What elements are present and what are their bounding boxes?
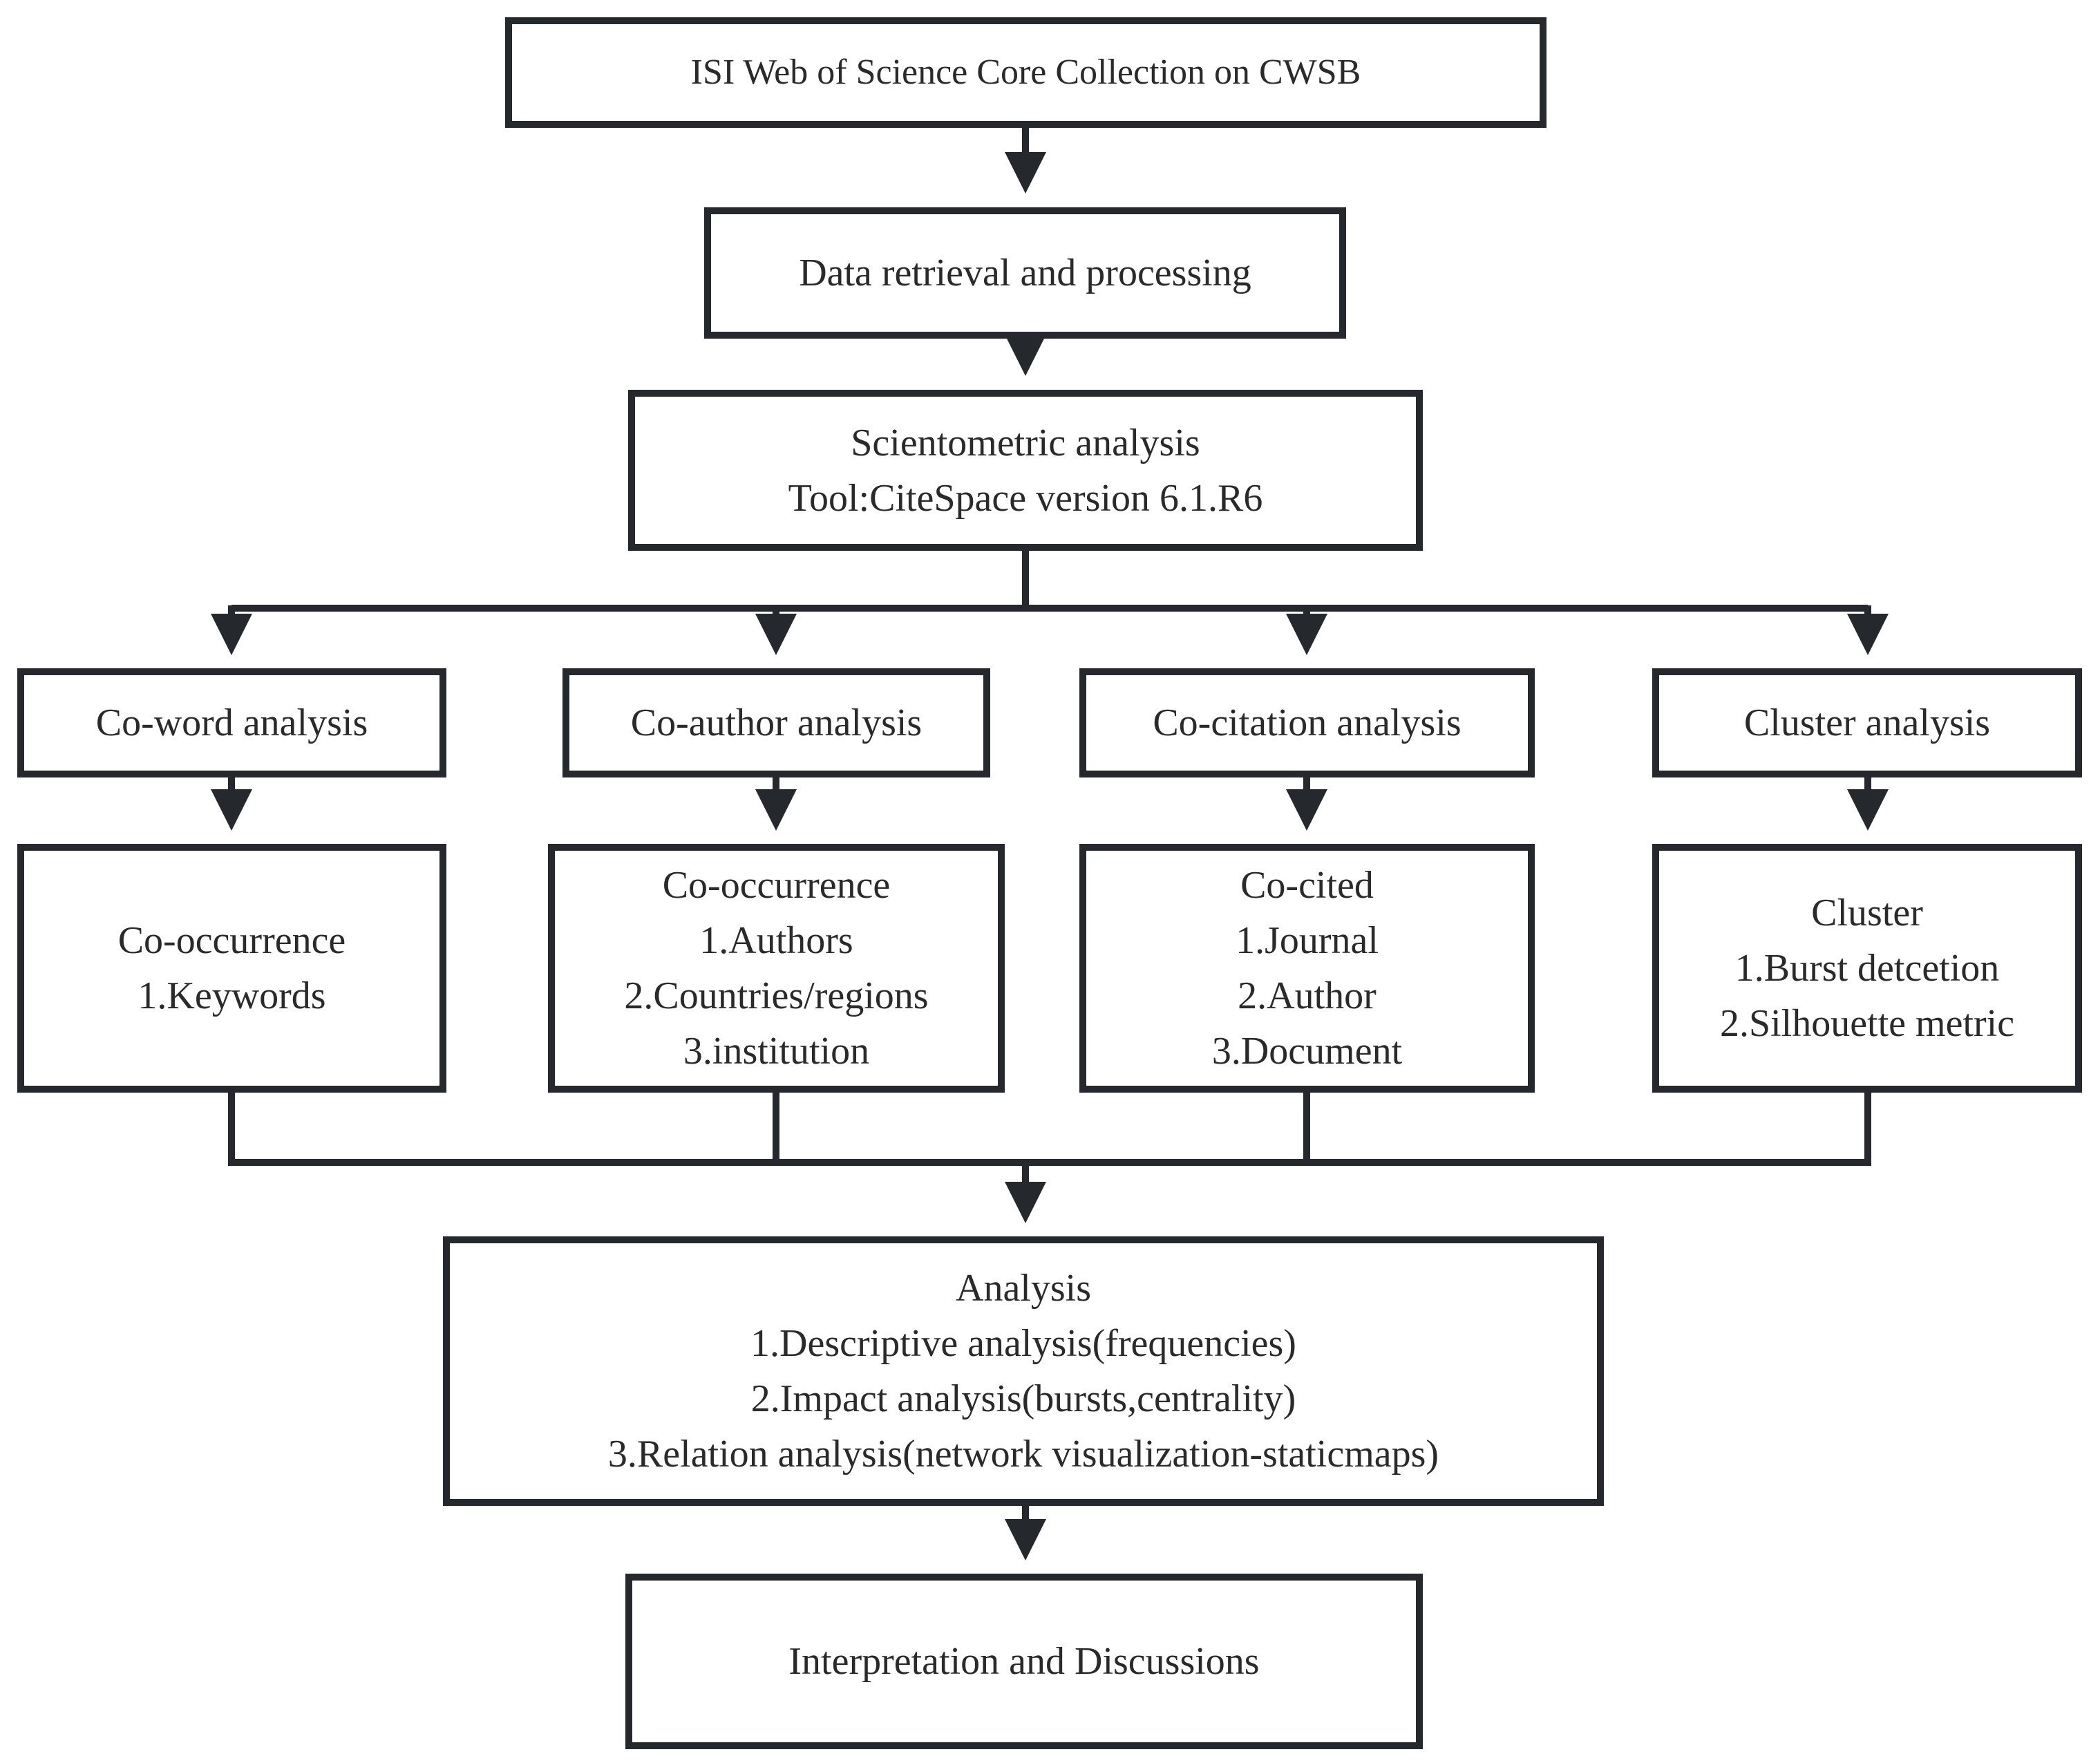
source-box: ISI Web of Science Core Collection on CW… (505, 17, 1546, 128)
coword-detail-line-1: 1.Keywords (138, 974, 326, 1017)
cluster-detail-line-0: Cluster (1811, 892, 1923, 934)
cluster-detail-line-2: 2.Silhouette metric (1719, 1002, 2015, 1045)
analysis-line-3: 3.Relation analysis(network visualizatio… (607, 1433, 1439, 1476)
analysis-line-1: 1.Descriptive analysis(frequencies) (750, 1322, 1296, 1365)
coauthor-detail-box: Co-occurrence 1.Authors 2.Countries/region… (548, 844, 1005, 1093)
coauthor-detail-line-2: 2.Countries/regions (624, 974, 929, 1017)
coauthor-detail-line-1: 1.Authors (699, 919, 853, 962)
coword-detail-box: Co-occurrence 1.Keywords (17, 844, 446, 1093)
cocitation-detail-line-2: 2.Author (1238, 974, 1377, 1017)
analysis-line-0: Analysis (956, 1267, 1091, 1310)
retrieval-box: Data retrieval and processing (704, 207, 1346, 339)
cocitation-detail-line-3: 3.Document (1211, 1030, 1403, 1073)
cocitation-detail-line-1: 1.Journal (1236, 919, 1379, 962)
coword-box: Co-word analysis (17, 668, 446, 777)
cocitation-detail-line-0: Co-cited (1240, 864, 1374, 907)
coauthor-detail-line-3: 3.institution (683, 1030, 870, 1073)
cluster-box: Cluster analysis (1652, 668, 2082, 777)
merge-line (228, 1091, 1871, 1166)
cluster-line-0: Cluster analysis (1743, 701, 1991, 744)
coword-line-0: Co-word analysis (95, 701, 368, 744)
cocitation-detail-box: Co-cited 1.Journal 2.Author 3.Document (1079, 844, 1535, 1093)
cocitation-box: Co-citation analysis (1079, 668, 1535, 777)
coauthor-line-0: Co-author analysis (630, 701, 923, 744)
interpretation-box: Interpretation and Discussions (625, 1574, 1423, 1749)
scientometric-line-0: Scientometric analysis (851, 421, 1200, 464)
analysis-box: Analysis 1.Descriptive analysis(frequenci… (443, 1236, 1604, 1506)
coauthor-box: Co-author analysis (562, 668, 990, 777)
cocitation-line-0: Co-citation analysis (1153, 701, 1462, 744)
interpretation-line-0: Interpretation and Discussions (788, 1640, 1260, 1683)
analysis-line-2: 2.Impact analysis(bursts,centrality) (750, 1377, 1296, 1420)
scientometric-line-1: Tool:CiteSpace version 6.1.R6 (788, 476, 1263, 520)
source-line-0: ISI Web of Science Core Collection on CW… (690, 53, 1361, 92)
coauthor-detail-line-0: Co-occurrence (662, 864, 891, 907)
cluster-detail-line-1: 1.Burst detcetion (1734, 947, 2000, 990)
cluster-detail-box: Cluster 1.Burst detcetion 2.Silhouette met… (1652, 844, 2082, 1093)
coword-detail-line-0: Co-occurrence (117, 919, 346, 962)
retrieval-line-0: Data retrieval and processing (799, 252, 1251, 294)
